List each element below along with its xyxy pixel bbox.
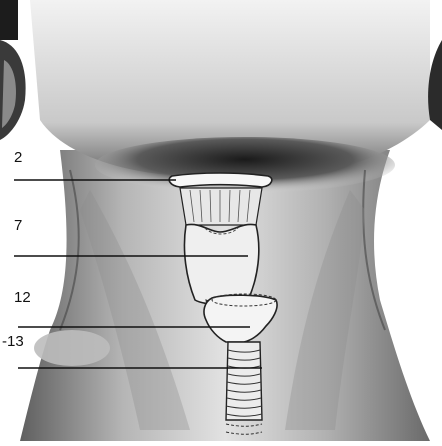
- label-7: 7: [14, 218, 22, 233]
- left-hair-edge: [0, 0, 18, 40]
- hyoid-bone: [169, 173, 272, 187]
- thyroid-cartilage: [184, 224, 258, 304]
- gray-smudge: [34, 330, 110, 366]
- label-12: 12: [14, 290, 31, 305]
- label-2: 2: [14, 150, 22, 165]
- label-13: -13: [2, 334, 24, 349]
